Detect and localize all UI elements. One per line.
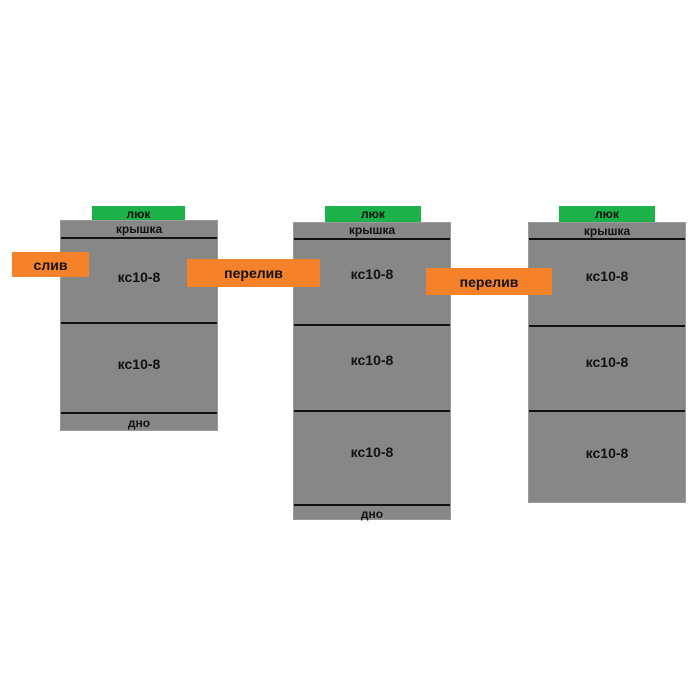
tank-2-bottom-line [294, 504, 450, 506]
tank-1-cover-label: крышка [115, 222, 163, 236]
overflow-pipe-2: перелив [426, 268, 552, 295]
tank-3-ring-2-label: кс10-8 [585, 354, 629, 370]
tank-3-ring-1-label: кс10-8 [585, 268, 629, 284]
overflow-pipe-2-label: перелив [459, 273, 519, 290]
tank-2-ring-line-2 [294, 410, 450, 412]
tank-3-cover-label: крышка [583, 224, 631, 238]
tank-2-ring-1-label: кс10-8 [350, 266, 394, 282]
tank-2-hatch-label: люк [361, 207, 385, 221]
tank-3-ring-3-label: кс10-8 [585, 445, 629, 461]
tank-3-ring-line-1 [529, 325, 685, 327]
tank-2-ring-3-label: кс10-8 [350, 444, 394, 460]
tank-2-ring-2-label: кс10-8 [350, 352, 394, 368]
tank-1-ring-line-1 [61, 322, 217, 324]
tank-3: крышка кс10-8 кс10-8 кс10-8 [528, 222, 686, 503]
tank-3-ring-line-2 [529, 410, 685, 412]
tank-3-hatch-label: люк [595, 207, 619, 221]
tank-1-bottom-line [61, 412, 217, 414]
tank-3-cover-line [529, 238, 685, 240]
overflow-pipe-1-label: перелив [224, 265, 283, 281]
inlet-pipe: слив [12, 252, 89, 277]
tank-3-hatch: люк [559, 206, 655, 222]
tank-1-cover-line [61, 237, 217, 239]
tank-2-ring-line-1 [294, 324, 450, 326]
tank-1-hatch: люк [92, 206, 185, 221]
tank-2-cover-line [294, 238, 450, 240]
overflow-pipe-1: перелив [187, 259, 320, 287]
tank-2-bottom-label: дно [360, 507, 384, 521]
tank-1: крышка кс10-8 кс10-8 дно [60, 220, 218, 431]
tank-1-bottom-label: дно [127, 416, 151, 430]
tank-1-hatch-label: люк [126, 206, 151, 221]
tank-1-ring-1-label: кс10-8 [117, 269, 161, 285]
tank-1-ring-2-label: кс10-8 [117, 356, 161, 372]
inlet-pipe-label: слив [33, 256, 68, 273]
tank-2-hatch: люк [325, 206, 421, 222]
tank-2-cover-label: крышка [348, 223, 396, 237]
